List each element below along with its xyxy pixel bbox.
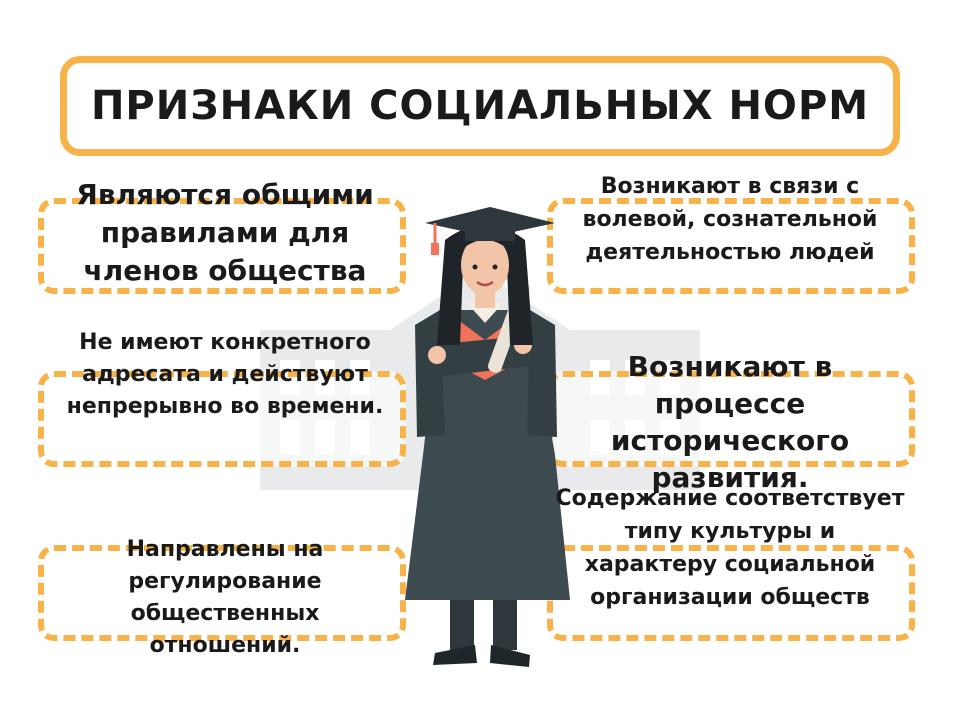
feature-text-left-2: Не имеют конкретного адресата и действую… — [66, 330, 384, 419]
feature-text-left-1: Являются общими правилами для членов общ… — [76, 178, 374, 287]
feature-box-left-1 — [38, 198, 406, 294]
feature-text-right-3: Содержание соответствует типу культуры и… — [555, 486, 905, 610]
feature-text-right-1: Возникают в связи с волевой, сознательно… — [582, 174, 878, 265]
feature-box-right-2 — [547, 371, 915, 467]
graduate-student-icon — [405, 207, 570, 667]
feature-box-left-3 — [38, 545, 406, 641]
feature-box-right-1 — [547, 198, 915, 294]
feature-box-right-3 — [547, 545, 915, 641]
feature-text-left-3: Направлены на регулирование общественных… — [126, 537, 324, 658]
feature-box-left-2 — [38, 371, 406, 467]
feature-text-right-2: Возникают в процессе исторического разви… — [610, 350, 850, 494]
page-title: ПРИЗНАКИ СОЦИАЛЬНЫХ НОРМ — [90, 83, 870, 129]
title-box: ПРИЗНАКИ СОЦИАЛЬНЫХ НОРМ — [60, 56, 900, 156]
